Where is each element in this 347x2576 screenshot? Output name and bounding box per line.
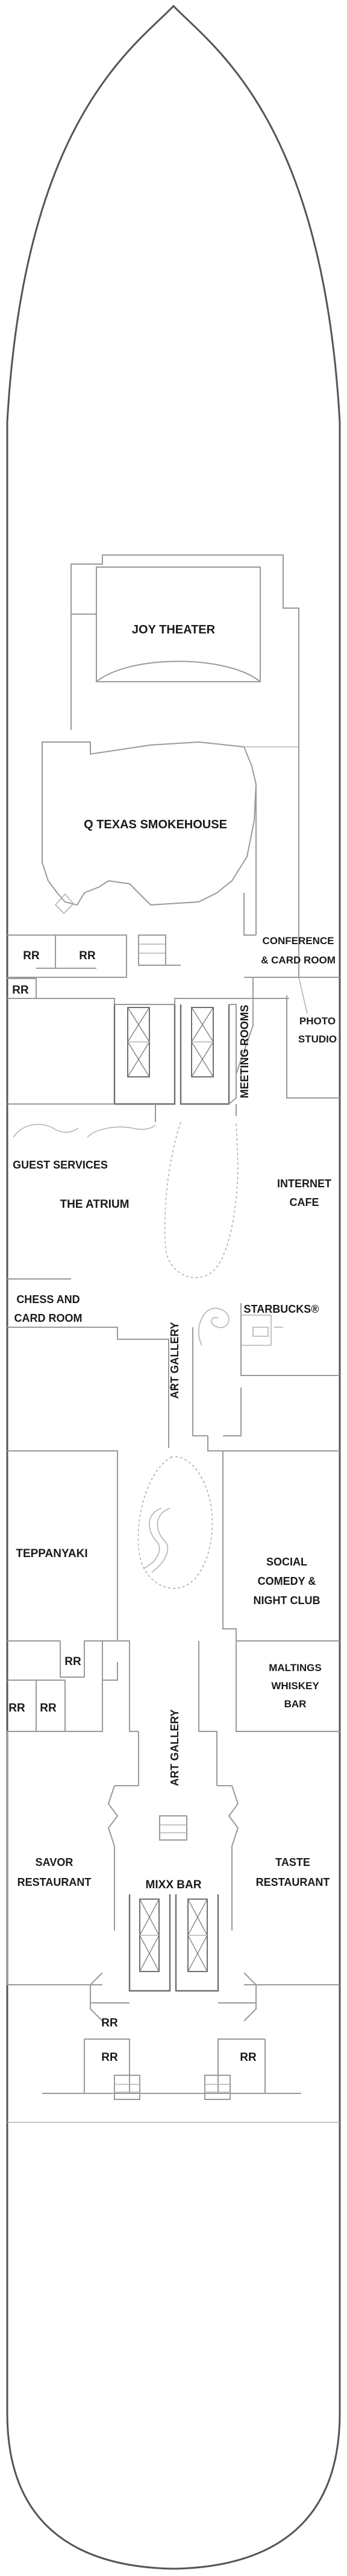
maltings-label-line1: MALTINGS [269,1662,322,1673]
guest-services-label: GUEST SERVICES [13,1159,108,1171]
savor-label-line1: SAVOR [36,1856,73,1868]
the-atrium-label: THE ATRIUM [60,1198,129,1211]
upper-rr-block [7,730,340,1005]
art-gallery-label-upper: ART GALLERY [169,1322,181,1398]
mixx-bar-label: MIXX BAR [146,1879,202,1891]
meeting-rooms-label: MEETING ROOMS [239,1004,251,1098]
internet-cafe-label-line2: CAFE [290,1196,319,1208]
rr-label-2: RR [79,950,96,962]
rr-label-9: RR [240,2051,257,2064]
joy-theater-label: JOY THEATER [132,623,216,636]
lower-rr-block [7,1640,340,1786]
aft-venues [7,1731,340,1985]
art-gallery-label-lower: ART GALLERY [169,1709,181,1786]
conference-label-line1: CONFERENCE [262,935,334,947]
social-label-line3: NIGHT CLUB [254,1594,320,1607]
conference-label-line2: & CARD ROOM [261,954,336,966]
rr-label-6: RR [40,1702,57,1715]
q-texas-smokehouse-label: Q TEXAS SMOKEHOUSE [84,818,227,831]
photo-studio-label-line1: PHOTO [299,1015,336,1027]
rr-label-8: RR [101,2051,118,2064]
rr-label-3: RR [12,984,29,997]
social-label-line2: COMEDY & [258,1575,316,1587]
maltings-label-line2: WHISKEY [271,1680,319,1692]
chess-card-room-label-line2: CARD ROOM [14,1312,83,1324]
teppanyaki-label: TEPPANYAKI [16,1547,87,1560]
starbucks-area [7,1303,340,1463]
q-texas-area [42,741,299,936]
taste-label-line1: TASTE [275,1856,310,1868]
midship-elevators [113,977,340,1105]
joy-theater-area [70,554,299,730]
mid-venues [7,1451,340,1680]
internet-cafe-label-line1: INTERNET [277,1178,331,1190]
rr-label-1: RR [23,950,40,962]
photo-studio-label-line2: STUDIO [298,1033,337,1045]
chess-card-room-label-line1: CHESS AND [16,1293,80,1305]
rr-label-5: RR [8,1702,25,1715]
ship-hull [6,4,341,2570]
savor-label-line2: RESTAURANT [17,1876,92,1888]
maltings-label-line3: BAR [284,1698,307,1710]
atrium-area [7,1103,239,1328]
starbucks-label: STARBUCKS® [244,1303,319,1315]
social-label-line1: SOCIAL [266,1556,307,1568]
taste-label-line2: RESTAURANT [256,1876,330,1888]
rr-label-7: RR [101,2017,118,2029]
rr-label-4: RR [64,1655,81,1668]
aft-elevators [42,1894,301,2100]
